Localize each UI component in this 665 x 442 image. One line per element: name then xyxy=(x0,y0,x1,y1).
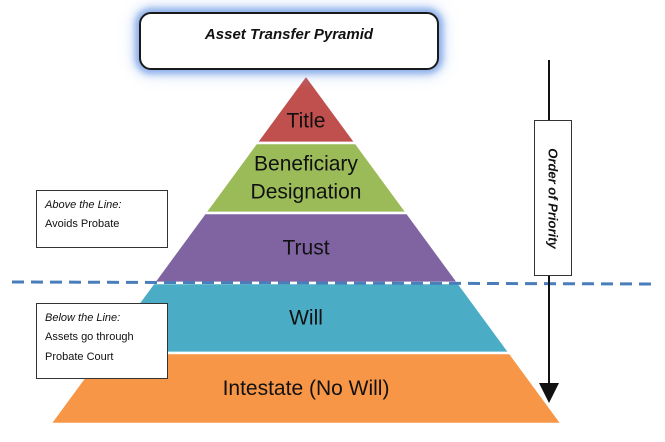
pyramid-label-beneficiary-designation-2: Designation xyxy=(251,181,362,204)
diagram-title: Asset Transfer Pyramid xyxy=(139,12,439,70)
probate-divider-line xyxy=(11,280,656,286)
order-of-priority-label: Order of Priority xyxy=(545,147,561,249)
below-line-text-2: Probate Court xyxy=(45,350,114,363)
order-of-priority-box: Order of Priority xyxy=(534,120,572,276)
below-line-text-1: Assets go through xyxy=(45,331,134,344)
above-line-heading: Above the Line: xyxy=(45,199,122,211)
pyramid-label-title: Title xyxy=(287,110,326,133)
diagram-title-text: Asset Transfer Pyramid xyxy=(204,26,374,43)
above-line-text: Avoids Probate xyxy=(45,218,120,231)
below-line-note: Below the Line: Assets go through Probat… xyxy=(36,303,168,379)
pyramid-label-beneficiary-designation-1: Beneficiary xyxy=(254,153,358,176)
above-line-note: Above the Line: Avoids Probate xyxy=(36,190,168,248)
pyramid-label-will: Will xyxy=(289,307,323,330)
pyramid: TitleBeneficiaryDesignationTrustWillInte… xyxy=(47,72,565,426)
pyramid-level-intestate xyxy=(47,351,565,426)
below-line-heading: Below the Line: xyxy=(45,312,121,324)
pyramid-label-intestate: Intestate (No Will) xyxy=(223,377,390,400)
pyramid-label-trust: Trust xyxy=(282,237,329,260)
